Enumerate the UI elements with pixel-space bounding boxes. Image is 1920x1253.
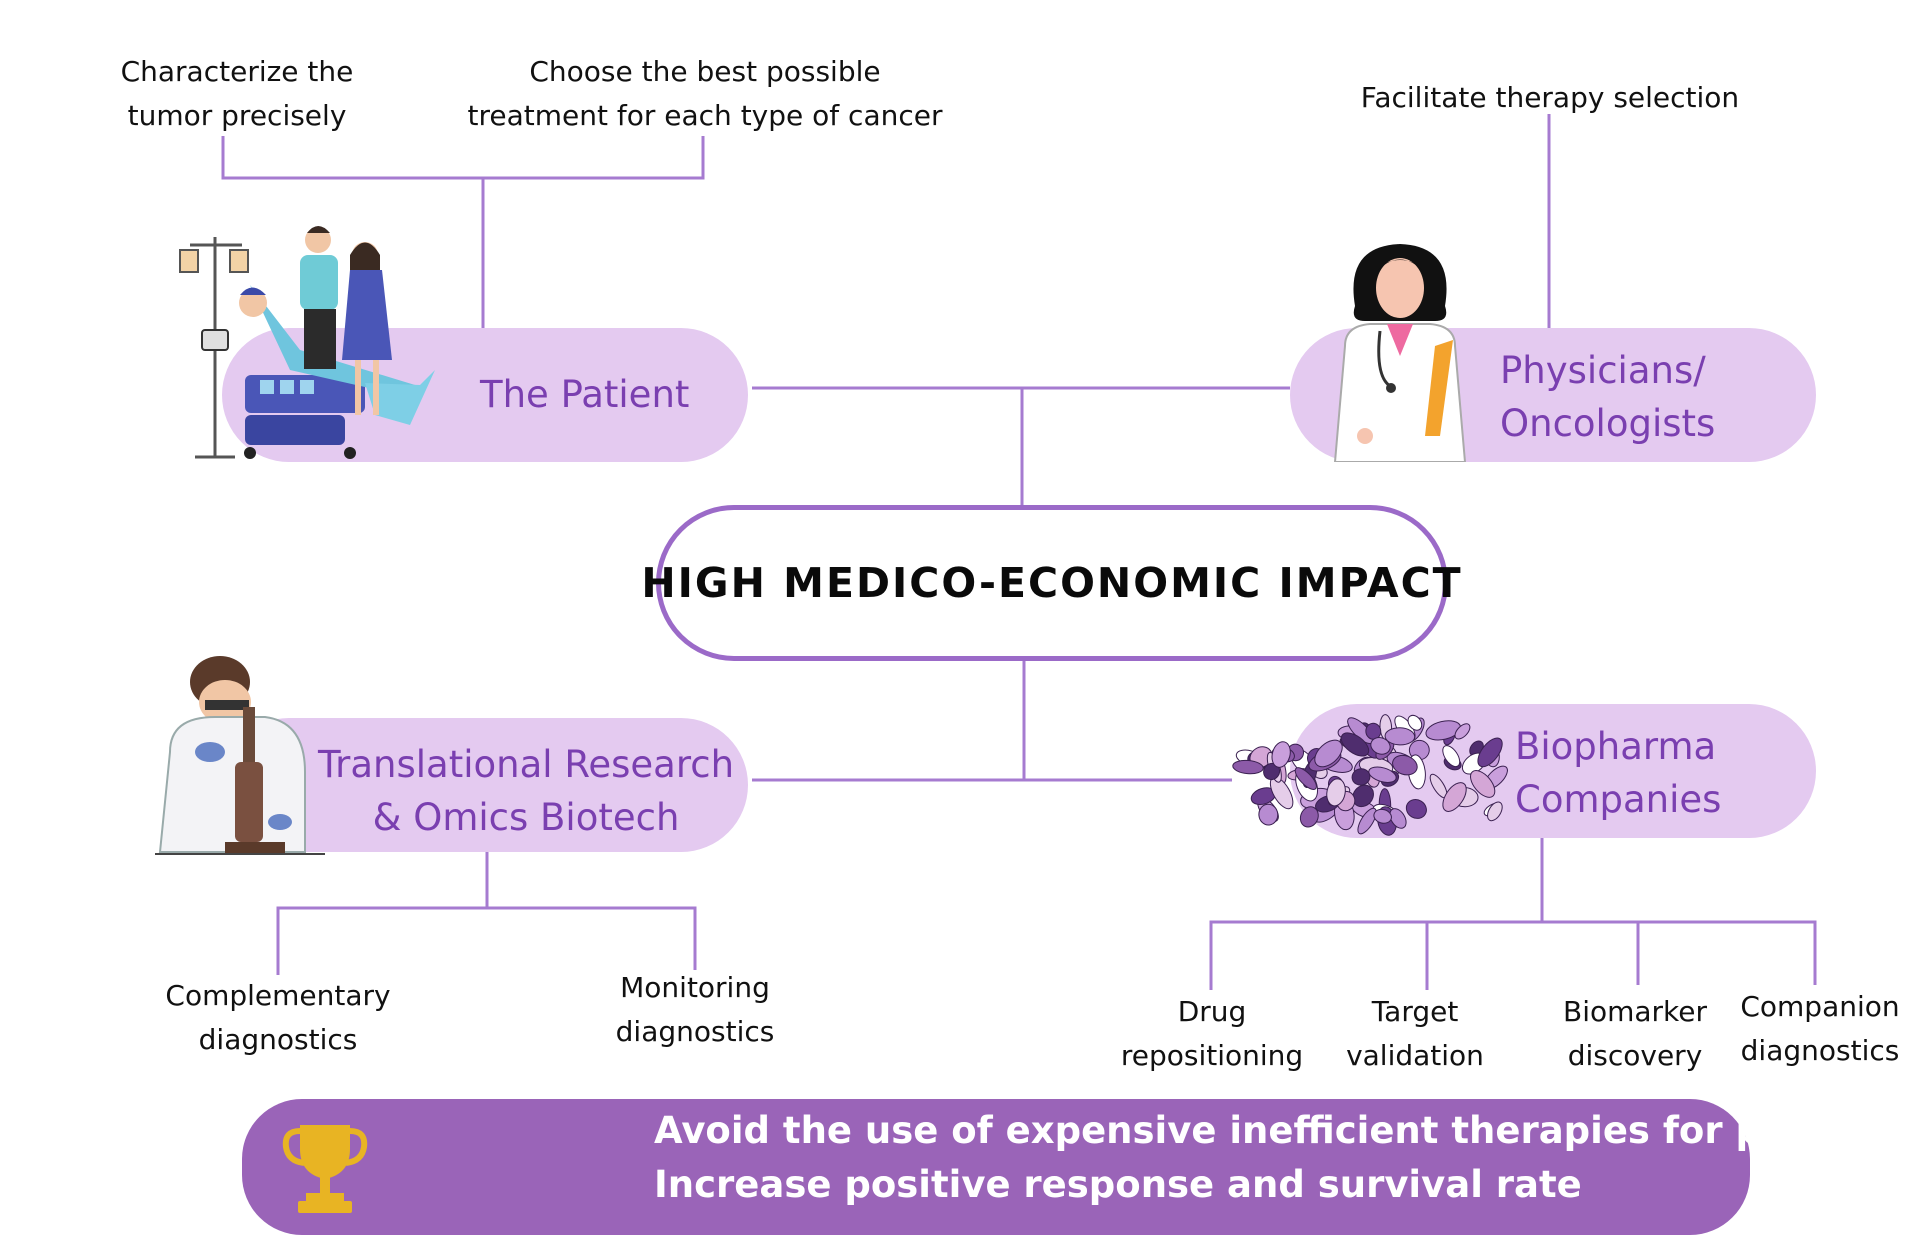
outcome-banner: Avoid the use of expensive inefficient t…: [242, 1099, 1908, 1235]
research-node: [222, 718, 748, 852]
banner-line-2: Increase positive response and survival …: [654, 1163, 1582, 1206]
central-title: HIGH MEDICO-ECONOMIC IMPACT: [641, 559, 1463, 607]
physicians-label: Physicians/Oncologists: [1500, 349, 1716, 445]
research-label: Translational Research& Omics Biotech: [318, 743, 735, 839]
trophy-icon: [282, 1125, 368, 1213]
note-therapy-selection: Facilitate therapy selection: [1360, 81, 1740, 114]
doctor-illustration: [1333, 244, 1467, 462]
pills-illustration: [1232, 714, 1508, 836]
patient-label: The Patient: [480, 373, 690, 416]
central-impact-box: HIGH MEDICO-ECONOMIC IMPACT: [641, 505, 1461, 661]
banner-line-1: Avoid the use of expensive inefficient t…: [654, 1109, 1909, 1152]
scientist-microscope-illustration: [155, 656, 325, 855]
patient-illustration: [179, 226, 435, 459]
